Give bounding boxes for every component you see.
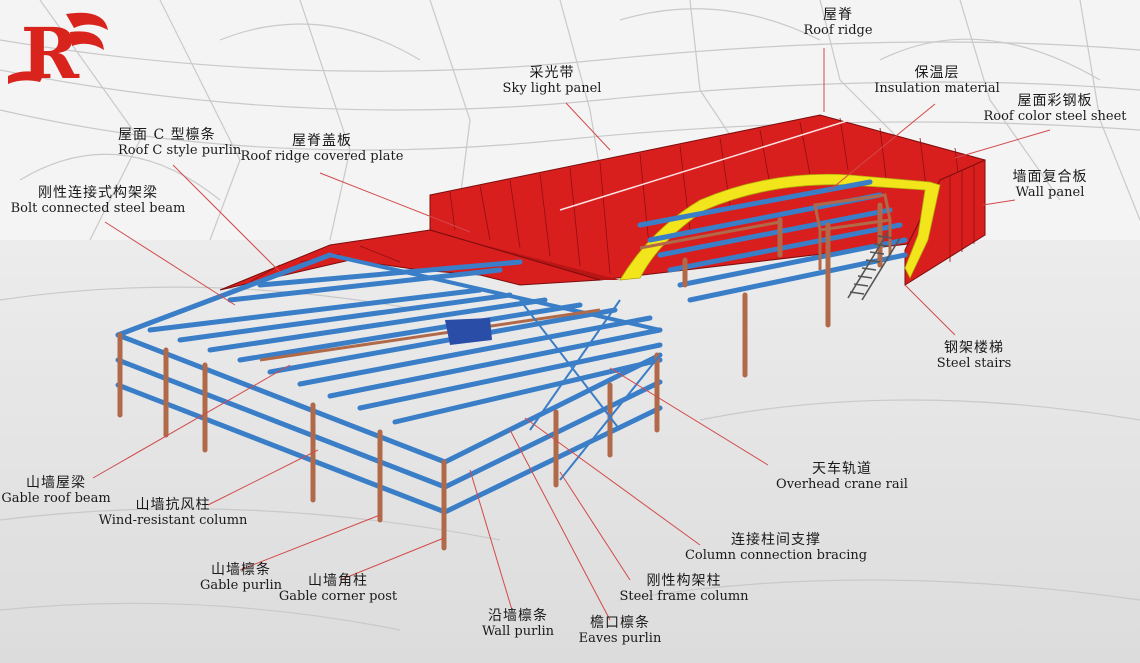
label-zh: 山墙抗风柱: [135, 497, 211, 513]
overhead-crane-drawing: [445, 318, 492, 345]
label-en: Steel stairs: [936, 355, 1012, 371]
label-en: Sky light panel: [502, 80, 602, 96]
steel-stairs-drawing: [847, 231, 901, 301]
label-roof-c-style-purlin: 屋面 C 型檩条 Roof C style purlin: [118, 127, 242, 158]
company-logo: R: [4, 6, 112, 102]
label-en: Bolt connected steel beam: [10, 200, 186, 216]
label-zh: 山墙角柱: [308, 573, 368, 589]
label-en: Column connection bracing: [684, 547, 868, 563]
label-gable-purlin: 山墙檩条 Gable purlin: [199, 562, 283, 593]
label-wall-panel: 墙面复合板 Wall panel: [1012, 169, 1088, 200]
insulation-material-drawing: [619, 173, 941, 281]
label-bolt-connected-steel-beam: 刚性连接式构架梁 Bolt connected steel beam: [10, 185, 186, 216]
label-en: Wind-resistant column: [98, 512, 248, 528]
logo-letter: R: [20, 12, 80, 95]
steel-frame-drawing: [115, 179, 908, 515]
crane-rail-drawing: [259, 220, 781, 362]
label-zh: 檐口檩条: [590, 615, 650, 631]
label-zh: 山墙屋梁: [25, 475, 86, 491]
label-en: Gable purlin: [199, 577, 283, 593]
label-en: Wall panel: [1015, 184, 1085, 200]
label-wind-resistant-column: 山墙抗风柱 Wind-resistant column: [98, 497, 248, 528]
label-zh: 天车轨道: [812, 461, 872, 477]
column-bracing-drawing: [519, 299, 661, 481]
label-en: Roof color steel sheet: [983, 108, 1127, 124]
label-steel-frame-column: 刚性构架柱 Steel frame column: [619, 573, 749, 604]
label-roof-ridge-covered-plate: 屋脊盖板 Roof ridge covered plate: [240, 133, 404, 164]
label-sky-light-panel: 采光带 Sky light panel: [502, 65, 602, 96]
leader-lines: [92, 48, 1051, 621]
label-gable-corner-post: 山墙角柱 Gable corner post: [278, 573, 398, 604]
label-wall-purlin: 沿墙檩条 Wall purlin: [481, 608, 555, 639]
label-roof-ridge: 屋脊 Roof ridge: [803, 7, 873, 38]
label-en: Eaves purlin: [578, 630, 662, 646]
label-en: Roof ridge: [803, 22, 873, 38]
label-column-connection-bracing: 连接柱间支撑 Column connection bracing: [684, 532, 868, 563]
label-en: Gable corner post: [278, 588, 398, 604]
label-zh: 连接柱间支撑: [730, 532, 821, 548]
label-steel-stairs: 钢架楼梯 Steel stairs: [936, 340, 1012, 371]
label-zh: 屋脊: [822, 7, 853, 23]
logo-wing-icon: [8, 12, 108, 84]
label-en: Wall purlin: [481, 623, 555, 639]
label-insulation-material: 保温层 Insulation material: [874, 65, 1000, 96]
label-zh: 沿墙檩条: [488, 608, 548, 624]
label-en: Overhead crane rail: [776, 476, 908, 492]
label-zh: 屋脊盖板: [291, 133, 352, 149]
label-en: Insulation material: [874, 80, 1000, 96]
label-en: Roof ridge covered plate: [240, 148, 404, 164]
label-overhead-crane-rail: 天车轨道 Overhead crane rail: [776, 461, 908, 492]
label-gable-roof-beam: 山墙屋梁 Gable roof beam: [1, 475, 111, 506]
label-en: Roof C style purlin: [118, 142, 242, 158]
columns-drawing: [117, 202, 883, 551]
label-zh: 屋面 C 型檩条: [118, 127, 216, 143]
label-zh: 刚性构架柱: [646, 573, 722, 589]
label-zh: 墙面复合板: [1012, 169, 1088, 185]
label-roof-color-steel-sheet: 屋面彩钢板 Roof color steel sheet: [983, 93, 1127, 124]
label-eaves-purlin: 檐口檩条 Eaves purlin: [578, 615, 662, 646]
label-en: Steel frame column: [619, 588, 749, 604]
label-zh: 采光带: [529, 65, 575, 81]
label-zh: 钢架楼梯: [944, 340, 1004, 356]
label-zh: 刚性连接式构架梁: [37, 185, 158, 201]
label-en: Gable roof beam: [1, 490, 111, 506]
label-zh: 保温层: [914, 65, 960, 81]
label-zh: 屋面彩钢板: [1017, 93, 1093, 109]
label-zh: 山墙檩条: [210, 562, 271, 578]
